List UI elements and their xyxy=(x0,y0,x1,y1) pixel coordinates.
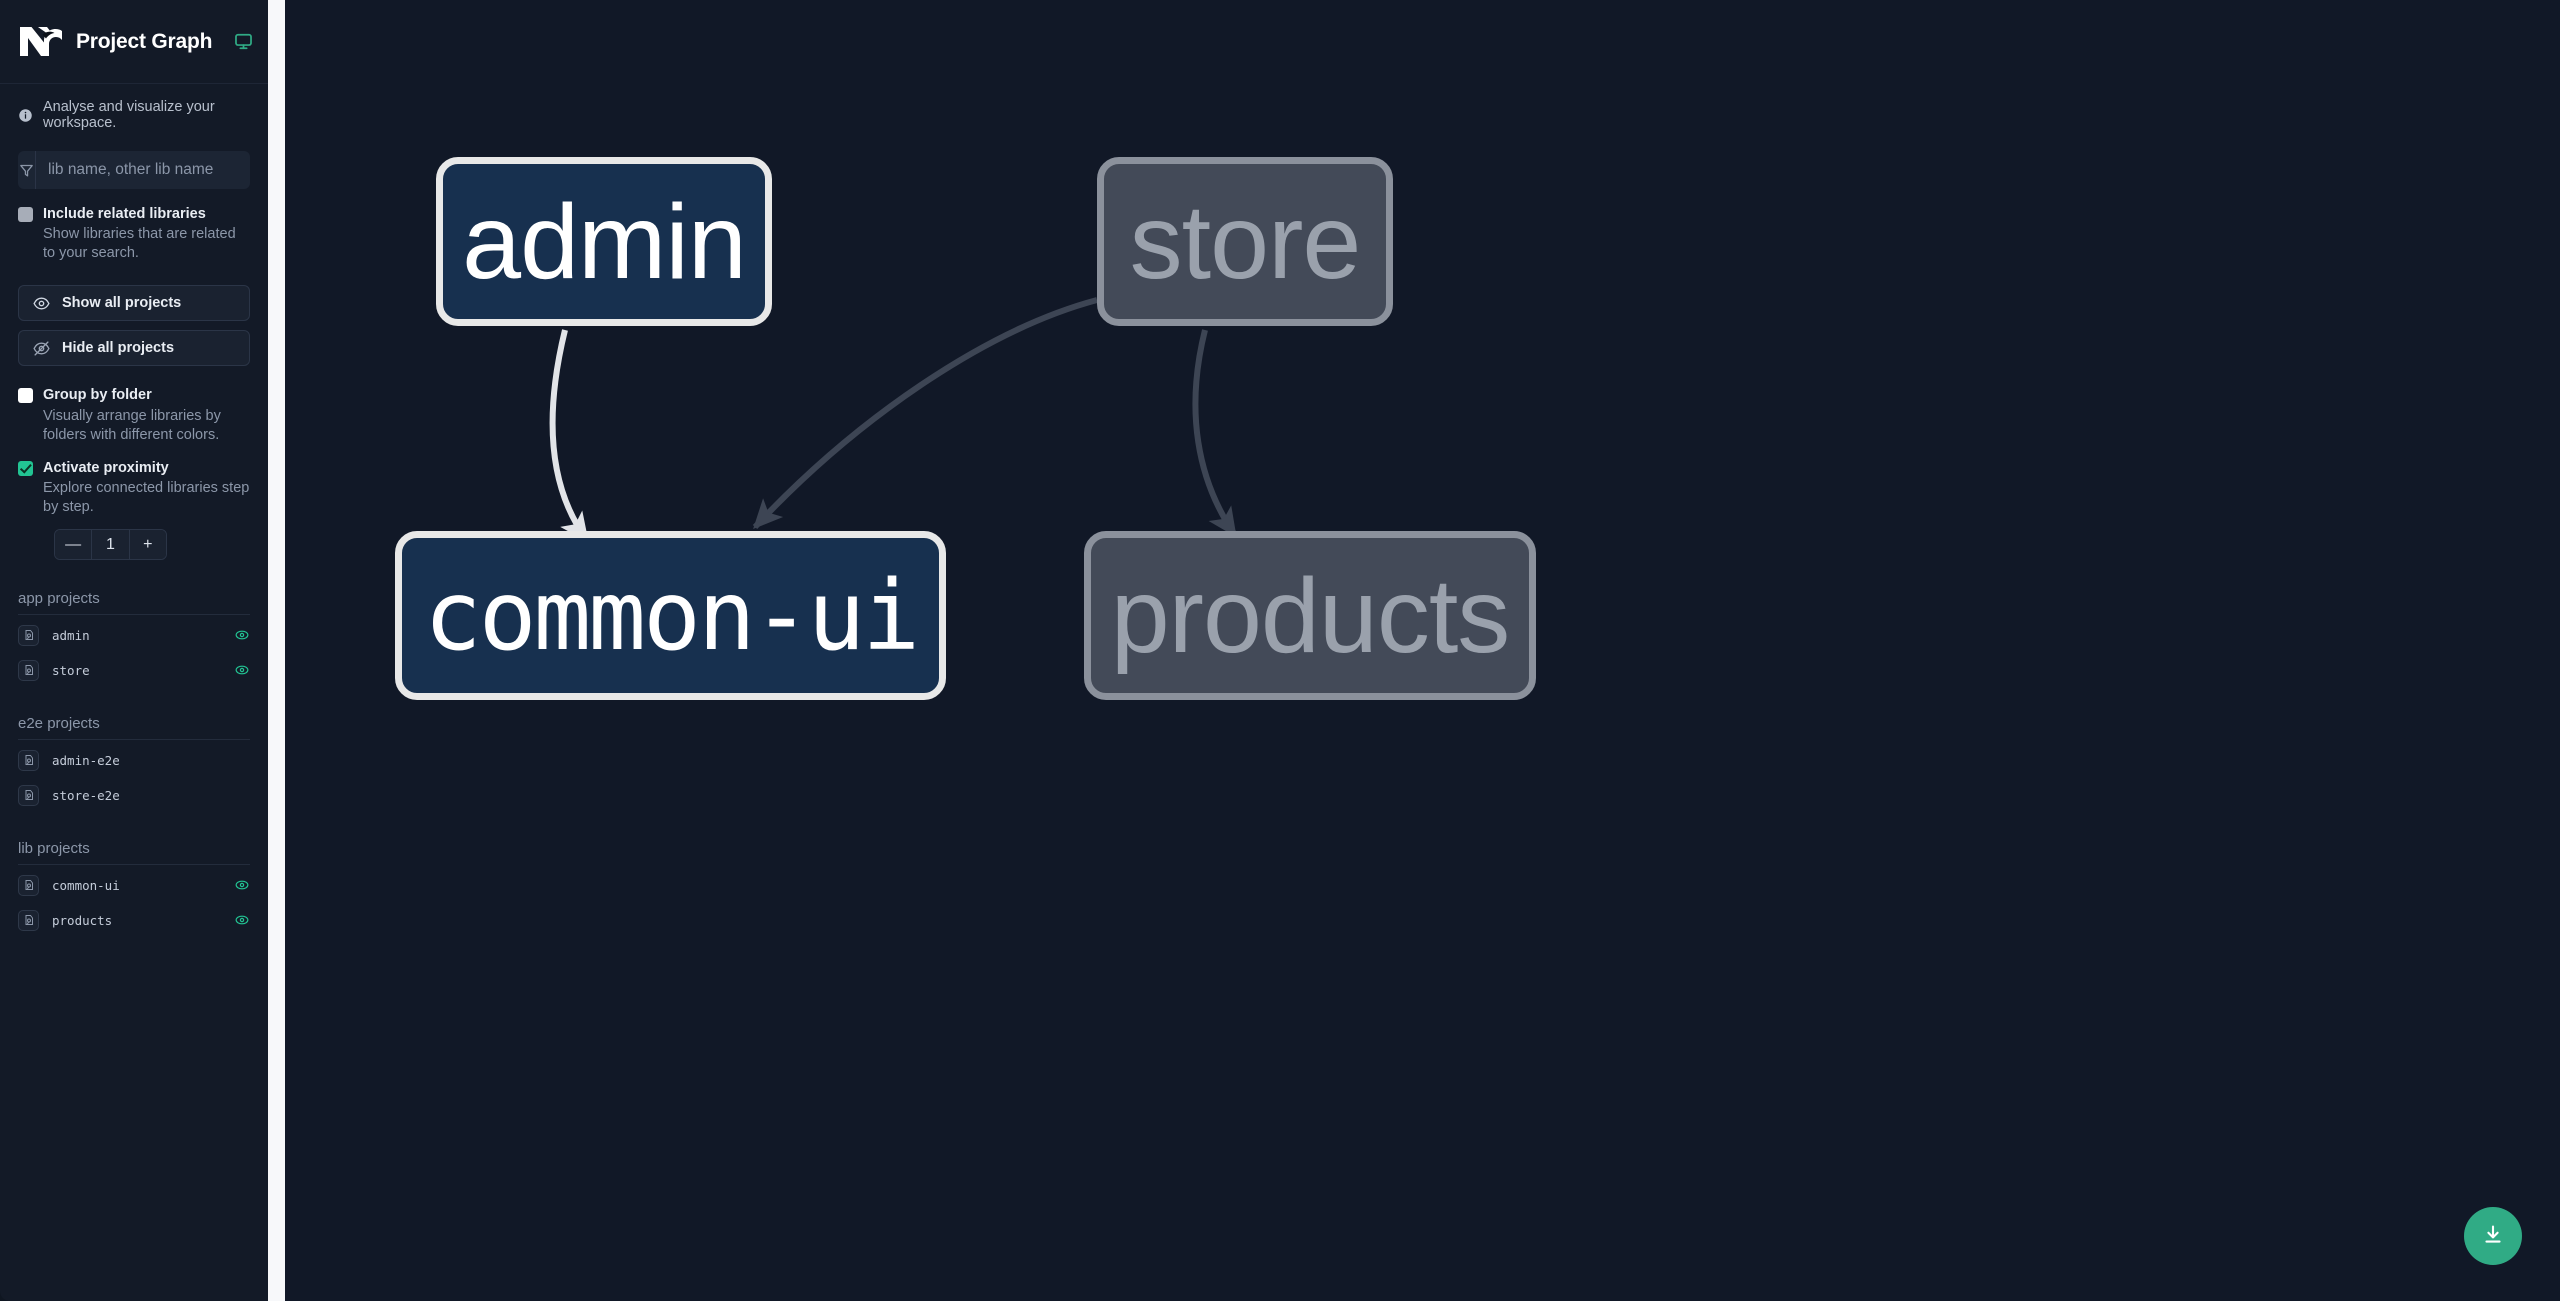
graph-node-store[interactable]: store xyxy=(1097,157,1393,326)
graph-node-products[interactable]: products xyxy=(1084,531,1536,700)
project-icon xyxy=(18,784,39,806)
proximity-decrement-button[interactable]: — xyxy=(55,530,93,560)
project-name: admin-e2e xyxy=(52,752,120,768)
info-icon xyxy=(18,108,34,123)
eye-icon[interactable] xyxy=(234,628,250,642)
edge-admin-to-common-ui xyxy=(549,329,590,543)
option-subtitle: Visually arrange libraries by folders wi… xyxy=(43,407,221,443)
graph-node-common-ui[interactable]: common-ui xyxy=(395,531,946,700)
proximity-increment-button[interactable]: + xyxy=(129,530,166,560)
option-title: Include related libraries xyxy=(43,206,206,222)
sidebar-scrollbar[interactable] xyxy=(268,0,285,1301)
search-input[interactable] xyxy=(36,151,250,189)
edge-store-to-products xyxy=(1192,329,1238,538)
activate-proximity-checkbox[interactable] xyxy=(18,460,33,476)
proximity-value: 1 xyxy=(92,530,130,560)
project-group-heading: lib projects xyxy=(18,840,250,866)
project-icon xyxy=(18,749,39,771)
include-related-libraries-checkbox[interactable] xyxy=(18,207,33,222)
option-title: Group by folder xyxy=(43,387,152,404)
project-groups: app projects admin store e2e projects admin-… xyxy=(18,590,250,935)
option-title: Activate proximity xyxy=(43,459,169,476)
eye-icon[interactable] xyxy=(234,878,250,892)
project-group-heading: app projects xyxy=(18,590,250,616)
show-all-projects-button[interactable]: Show all projects xyxy=(18,285,250,322)
project-icon xyxy=(18,909,39,931)
filter-funnel-icon xyxy=(18,151,36,189)
page-title: Project Graph xyxy=(76,29,213,53)
graph-node-label: admin xyxy=(462,182,747,301)
option-include-related-libraries[interactable]: Include related libraries Show libraries… xyxy=(18,205,250,263)
project-name: products xyxy=(52,912,113,928)
project-list-item-store-e2e[interactable]: store-e2e xyxy=(18,780,250,810)
group-by-folder-checkbox[interactable] xyxy=(18,388,33,404)
sidebar-body: Include related libraries Show libraries… xyxy=(0,141,268,1301)
graph-node-label: products xyxy=(1110,556,1511,675)
project-group-heading: e2e projects xyxy=(18,715,250,741)
project-icon xyxy=(18,874,39,896)
project-list-item-products[interactable]: products xyxy=(18,905,250,935)
graph-node-admin[interactable]: admin xyxy=(436,157,772,326)
option-subtitle: Show libraries that are related to your … xyxy=(43,226,236,262)
project-list-item-common-ui[interactable]: common-ui xyxy=(18,870,250,900)
download-graph-button[interactable] xyxy=(2464,1207,2522,1265)
sidebar-description: Analyse and visualize your workspace. xyxy=(0,84,268,141)
option-subtitle: Explore connected libraries step by step… xyxy=(43,479,250,515)
option-activate-proximity[interactable]: Activate proximity Explore connected lib… xyxy=(18,459,250,517)
project-name: store xyxy=(52,662,90,678)
eye-icon[interactable] xyxy=(234,913,250,927)
sidebar-header: Project Graph xyxy=(0,0,268,84)
nx-logo-icon xyxy=(18,22,62,62)
download-icon xyxy=(2481,1223,2505,1250)
project-name: common-ui xyxy=(52,877,120,893)
hide-all-projects-button[interactable]: Hide all projects xyxy=(18,330,250,367)
hide-all-projects-label: Hide all projects xyxy=(62,340,175,357)
monitor-icon[interactable] xyxy=(234,32,253,51)
show-all-projects-label: Show all projects xyxy=(62,295,182,312)
project-name: store-e2e xyxy=(52,787,120,803)
project-list-item-admin[interactable]: admin xyxy=(18,620,250,650)
project-icon xyxy=(18,659,39,681)
eye-icon xyxy=(33,295,51,312)
eye-icon[interactable] xyxy=(234,663,250,677)
graph-node-label: common-ui xyxy=(423,559,920,672)
project-name: admin xyxy=(52,627,90,643)
eye-off-icon xyxy=(33,340,51,357)
edge-store-to-common-ui xyxy=(752,297,1098,530)
graph-edges xyxy=(549,297,1238,543)
sidebar: Project Graph Analyse and visualize your… xyxy=(0,0,268,1301)
project-list-item-admin-e2e[interactable]: admin-e2e xyxy=(18,745,250,775)
graph-node-label: store xyxy=(1129,182,1362,301)
graph-canvas[interactable]: admin store common-ui products xyxy=(285,0,2560,1301)
project-icon xyxy=(18,624,39,646)
description-text: Analyse and visualize your workspace. xyxy=(43,99,215,131)
option-group-by-folder[interactable]: Group by folder Visually arrange librari… xyxy=(18,386,250,444)
search-row xyxy=(18,151,250,189)
proximity-stepper[interactable]: — 1 + xyxy=(54,529,167,561)
project-list-item-store[interactable]: store xyxy=(18,655,250,685)
